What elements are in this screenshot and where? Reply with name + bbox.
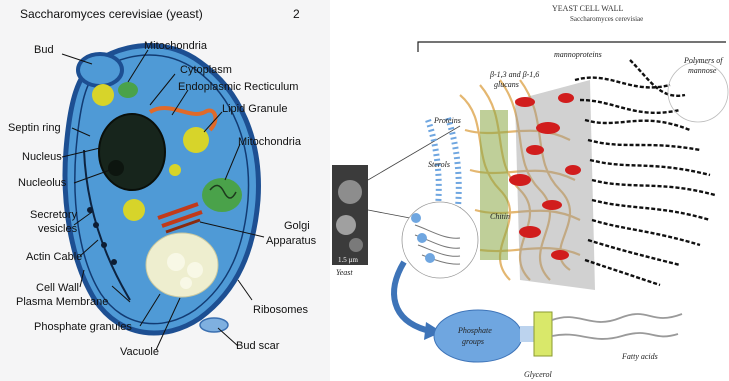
label-polymers-1: Polymers of [684, 56, 722, 65]
label-phosphate-2: groups [462, 337, 484, 346]
label-secretory-1: Secretory [30, 209, 77, 221]
mitochondrion-shape [118, 82, 138, 98]
label-nucleolus: Nucleolus [18, 177, 66, 189]
nucleolus-shape [108, 160, 124, 176]
label-scale: 1.5 µm [338, 256, 358, 264]
yeast-cell-wall-panel: YEAST CELL WALL Saccharomyces cerevisiae… [330, 0, 729, 381]
label-glucans-1: β-1,3 and β-1,6 [490, 70, 539, 79]
label-cell-wall: Cell Wall [36, 282, 79, 294]
label-chitin: Chitin [490, 212, 510, 221]
label-ribosomes: Ribosomes [253, 304, 308, 316]
label-golgi-1: Golgi [284, 220, 310, 232]
label-golgi-2: Apparatus [266, 235, 316, 247]
label-vacuole: Vacuole [120, 346, 159, 358]
label-plasma-membrane: Plasma Membrane [16, 296, 108, 308]
panel-number: 2 [293, 8, 300, 20]
chitin-band [480, 110, 508, 260]
label-glycerol: Glycerol [524, 370, 552, 379]
label-yeast: Yeast [336, 268, 353, 277]
phosphate-head [434, 310, 522, 362]
label-mitochondria-right: Mitochondria [238, 136, 301, 148]
glycerol-block [534, 312, 552, 356]
label-actin-cable: Actin Cable [26, 251, 82, 263]
label-mitochondria-top: Mitochondria [144, 40, 207, 52]
label-phosphate-granules: Phosphate granules [34, 321, 132, 333]
label-polymers-2: mannose [688, 66, 716, 75]
label-phosphate-1: Phosphate [458, 326, 492, 335]
lipid-granule [92, 84, 114, 106]
label-mannoproteins: mannoproteins [554, 50, 602, 59]
label-proteins: Proteins [434, 116, 461, 125]
lipid-granule [169, 164, 181, 176]
label-septin-ring: Septin ring [8, 122, 61, 134]
label-er: Endoplasmic Recticulum [178, 81, 298, 93]
nucleus-shape [99, 114, 165, 190]
cell-wall-illustration [330, 0, 729, 381]
label-bud: Bud [34, 44, 54, 56]
label-fatty-acids: Fatty acids [622, 352, 658, 361]
label-nucleus: Nucleus [22, 151, 62, 163]
left-panel-title: Saccharomyces cerevisiae (yeast) [20, 8, 203, 20]
bud-scar-shape [200, 318, 228, 332]
right-panel-subtitle: Saccharomyces cerevisiae [570, 15, 643, 23]
yeast-cell-model-panel: Saccharomyces cerevisiae (yeast) 2 Bud M… [0, 0, 330, 381]
right-panel-title: YEAST CELL WALL [552, 4, 623, 13]
lipid-granule [123, 199, 145, 221]
label-sterols: Sterols [428, 160, 450, 169]
label-bud-scar: Bud scar [236, 340, 279, 352]
label-secretory-2: vesicles [38, 223, 77, 235]
mitochondrion-shape [202, 178, 242, 212]
label-cytoplasm: Cytoplasm [180, 64, 232, 76]
bud-shape [78, 54, 122, 86]
label-glucans-2: glucans [494, 80, 519, 89]
label-lipid-granule: Lipid Granule [222, 103, 287, 115]
